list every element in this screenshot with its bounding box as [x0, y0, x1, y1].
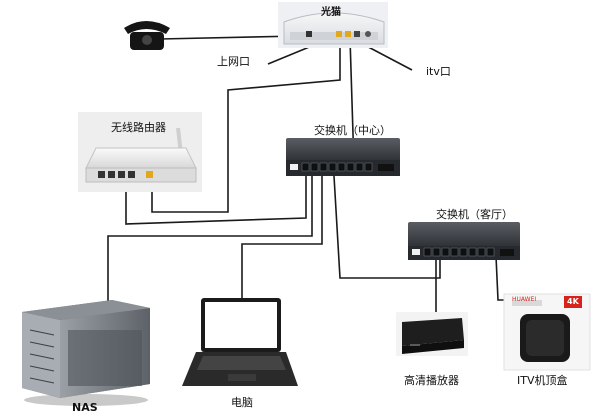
telephone-icon: [124, 21, 170, 50]
itv-box-4k-badge: 4K: [567, 297, 579, 306]
nas-label: NAS: [72, 401, 98, 414]
hd-player-label: 高清播放器: [404, 374, 459, 387]
hd-player-device: [396, 312, 468, 356]
cable-switch-nas: [107, 176, 313, 316]
itv-port-label: itv口: [426, 65, 451, 78]
optical-modem: [278, 2, 388, 48]
cable-phone-modem: [159, 35, 301, 40]
wireless-router-label: 无线路由器: [111, 121, 166, 134]
cable-modem-router: [151, 38, 341, 213]
modem-brand-text: 光猫: [321, 7, 341, 18]
itv-box-device: [503, 293, 591, 371]
laptop-device: [182, 298, 298, 386]
cables: [107, 35, 521, 318]
wireless-router: [78, 112, 202, 192]
nas-device: [22, 300, 150, 406]
computer-label: 电脑: [231, 396, 253, 409]
cable-router-switch: [125, 176, 307, 225]
uplink-port-label: 上网口: [217, 55, 250, 68]
itv-box-brand-text: HUAWEI: [512, 296, 537, 303]
switch-center-device: [286, 138, 400, 176]
itv-box-label: ITV机顶盒: [517, 374, 568, 387]
cable-switch-computer: [241, 176, 323, 298]
cable-switch-living: [333, 175, 441, 279]
switch-living-device: [408, 222, 520, 260]
switch-center-label: 交换机（中心）: [314, 124, 391, 137]
switch-living-label: 交换机（客厅）: [436, 208, 513, 221]
